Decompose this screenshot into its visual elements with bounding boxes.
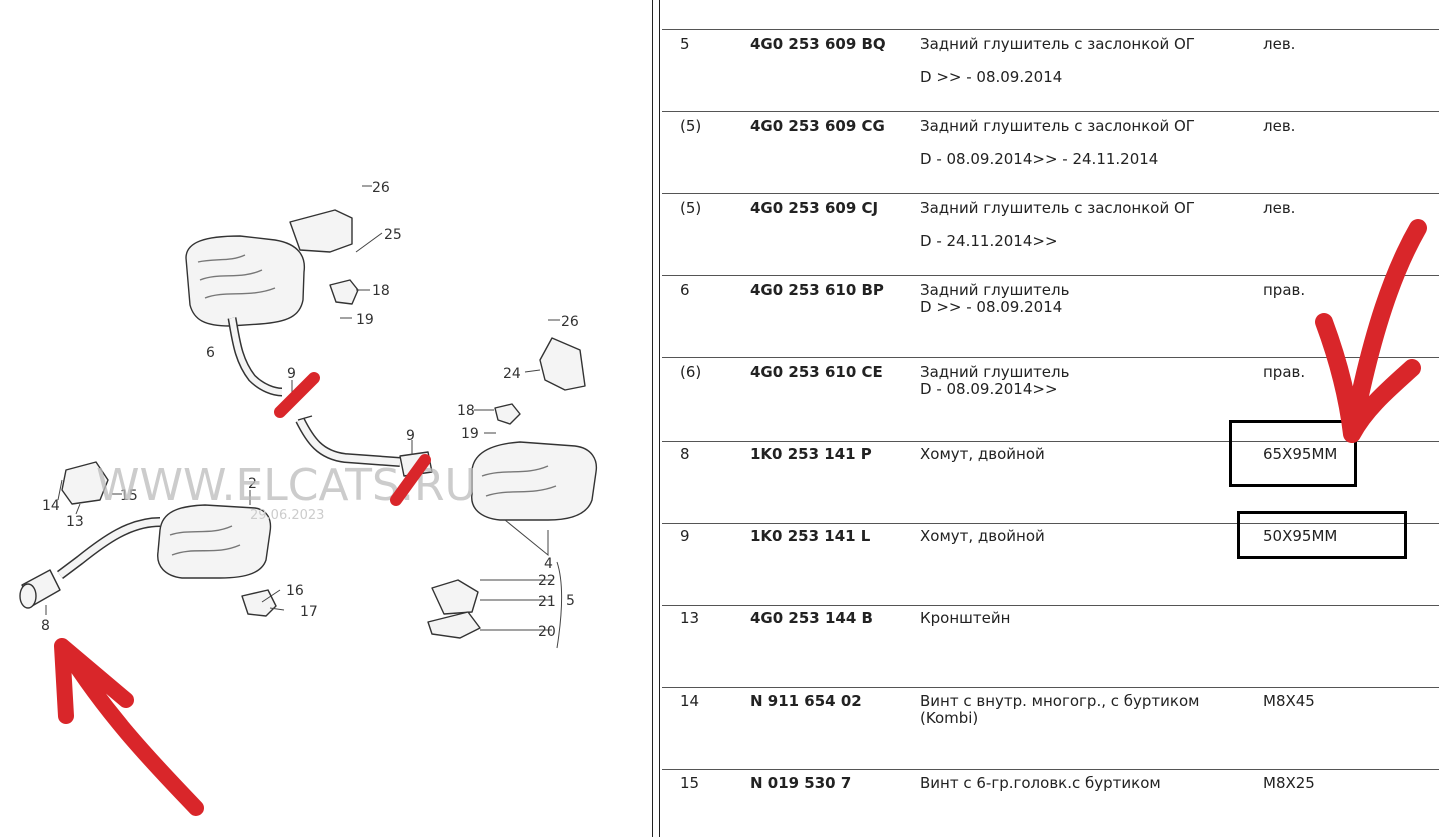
table-row[interactable]: (6) 4G0 253 610 CE Задний глушитель D - … <box>662 357 1439 442</box>
note-cell: 65X95MM <box>1263 445 1338 463</box>
heat-shield-upper <box>289 209 353 253</box>
label-17: 17 <box>300 604 318 620</box>
rubber-hanger-right <box>494 403 521 425</box>
label-9: 9 <box>287 366 296 382</box>
watermark: WWW.ELCATS.RU <box>96 460 477 511</box>
bracket-13 <box>61 461 109 505</box>
label-4: 4 <box>544 556 553 572</box>
validity-cell: D - 24.11.2014>> <box>920 232 1058 250</box>
label-26: 26 <box>372 180 390 196</box>
part-number-cell: N 911 654 02 <box>750 692 862 710</box>
part-number-cell: 4G0 253 609 BQ <box>750 35 886 53</box>
table-row[interactable]: (5) 4G0 253 609 CG Задний глушитель с за… <box>662 111 1439 194</box>
pos-cell: 8 <box>680 445 690 463</box>
rubber-hanger-upper <box>329 279 359 305</box>
label-24: 24 <box>503 366 521 382</box>
table-row[interactable]: 13 4G0 253 144 B Кронштейн <box>662 605 1439 688</box>
label-8: 8 <box>41 618 50 634</box>
pos-cell: 15 <box>680 774 700 792</box>
label-26b: 26 <box>561 314 579 330</box>
rear-muffler-right <box>471 441 598 521</box>
label-13: 13 <box>66 514 84 530</box>
description-cell: Задний глушитель с заслонкой ОГ <box>920 199 1195 217</box>
description-cell: Винт с внутр. многогр., с буртиком (Komb… <box>920 692 1200 727</box>
divider-left <box>652 0 653 837</box>
description-cell: Задний глушитель D - 08.09.2014>> <box>920 363 1070 398</box>
label-16: 16 <box>286 583 304 599</box>
note-cell: лев. <box>1263 199 1296 217</box>
note-cell: M8X45 <box>1263 692 1315 710</box>
label-22: 22 <box>538 573 556 589</box>
description-cell: Хомут, двойной <box>920 527 1045 545</box>
label-2: 2 <box>248 476 257 492</box>
rear-muffler-upper <box>185 235 306 327</box>
pos-cell: (5) <box>680 199 702 217</box>
watermark-date: 29.06.2023 <box>250 508 324 523</box>
label-19b: 19 <box>461 426 479 442</box>
bracket-16 <box>241 589 277 617</box>
label-9b: 9 <box>406 428 415 444</box>
pos-cell: 14 <box>680 692 700 710</box>
description-cell: Задний глушитель с заслонкой ОГ <box>920 35 1195 53</box>
part-number-cell: 4G0 253 609 CG <box>750 117 885 135</box>
label-21: 21 <box>538 594 556 610</box>
note-cell: прав. <box>1263 281 1306 299</box>
label-14: 14 <box>42 498 60 514</box>
part-number-cell: 4G0 253 610 BP <box>750 281 884 299</box>
label-5: 5 <box>566 593 575 609</box>
label-18: 18 <box>372 283 390 299</box>
note-cell: лев. <box>1263 35 1296 53</box>
exhaust-diagram: 26 25 18 19 6 9 26 24 18 19 9 2 14 13 15… <box>19 180 598 649</box>
note-cell: 50X95MM <box>1263 527 1338 545</box>
pos-cell: 9 <box>680 527 690 545</box>
label-18b: 18 <box>457 403 475 419</box>
heat-shield-right <box>539 337 586 391</box>
part-number-cell: 4G0 253 609 CJ <box>750 199 879 217</box>
note-cell: прав. <box>1263 363 1306 381</box>
pos-cell: (5) <box>680 117 702 135</box>
validity-cell: D >> - 08.09.2014 <box>920 68 1063 86</box>
label-6: 6 <box>206 345 215 361</box>
description-cell: Задний глушитель D >> - 08.09.2014 <box>920 281 1070 316</box>
validity-cell: D - 08.09.2014>> - 24.11.2014 <box>920 150 1159 168</box>
bracket-20 <box>427 611 481 639</box>
pos-cell: 13 <box>680 609 700 627</box>
table-row[interactable]: 8 1K0 253 141 P Хомут, двойной 65X95MM <box>662 441 1439 524</box>
highlight-box-65x95 <box>1229 420 1357 487</box>
label-15: 15 <box>120 488 138 504</box>
highlight-box-50x95 <box>1237 511 1407 559</box>
table-row[interactable]: 15 N 019 530 7 Винт с 6-гр.головк.с бурт… <box>662 769 1439 838</box>
description-cell: Хомут, двойной <box>920 445 1045 463</box>
label-20: 20 <box>538 624 556 640</box>
pos-cell: (6) <box>680 363 702 381</box>
part-number-cell: 1K0 253 141 P <box>750 445 872 463</box>
part-number-cell: 1K0 253 141 L <box>750 527 871 545</box>
description-cell: Кронштейн <box>920 609 1011 627</box>
label-19: 19 <box>356 312 374 328</box>
part-number-cell: 4G0 253 144 B <box>750 609 873 627</box>
description-cell: Винт с 6-гр.головк.с буртиком <box>920 774 1161 792</box>
part-number-cell: N 019 530 7 <box>750 774 852 792</box>
part-number-cell: 4G0 253 610 CE <box>750 363 883 381</box>
table-row[interactable]: 6 4G0 253 610 BP Задний глушитель D >> -… <box>662 275 1439 358</box>
pos-cell: 6 <box>680 281 690 299</box>
note-cell: лев. <box>1263 117 1296 135</box>
exhaust-diagram-panel: 26 25 18 19 6 9 26 24 18 19 9 2 14 13 15… <box>0 0 652 837</box>
table-row[interactable]: 14 N 911 654 02 Винт с внутр. многогр., … <box>662 687 1439 770</box>
table-row[interactable]: (5) 4G0 253 609 CJ Задний глушитель с за… <box>662 193 1439 276</box>
pos-cell: 5 <box>680 35 690 53</box>
parts-table: 5 4G0 253 609 BQ Задний глушитель с засл… <box>662 0 1439 837</box>
label-25: 25 <box>384 227 402 243</box>
description-cell: Задний глушитель с заслонкой ОГ <box>920 117 1195 135</box>
bracket-21 <box>431 579 479 615</box>
middle-muffler <box>157 504 272 579</box>
table-row[interactable]: 9 1K0 253 141 L Хомут, двойной 50X95MM <box>662 523 1439 606</box>
note-cell: M8X25 <box>1263 774 1315 792</box>
divider-right <box>659 0 660 837</box>
table-row[interactable]: 5 4G0 253 609 BQ Задний глушитель с засл… <box>662 29 1439 112</box>
